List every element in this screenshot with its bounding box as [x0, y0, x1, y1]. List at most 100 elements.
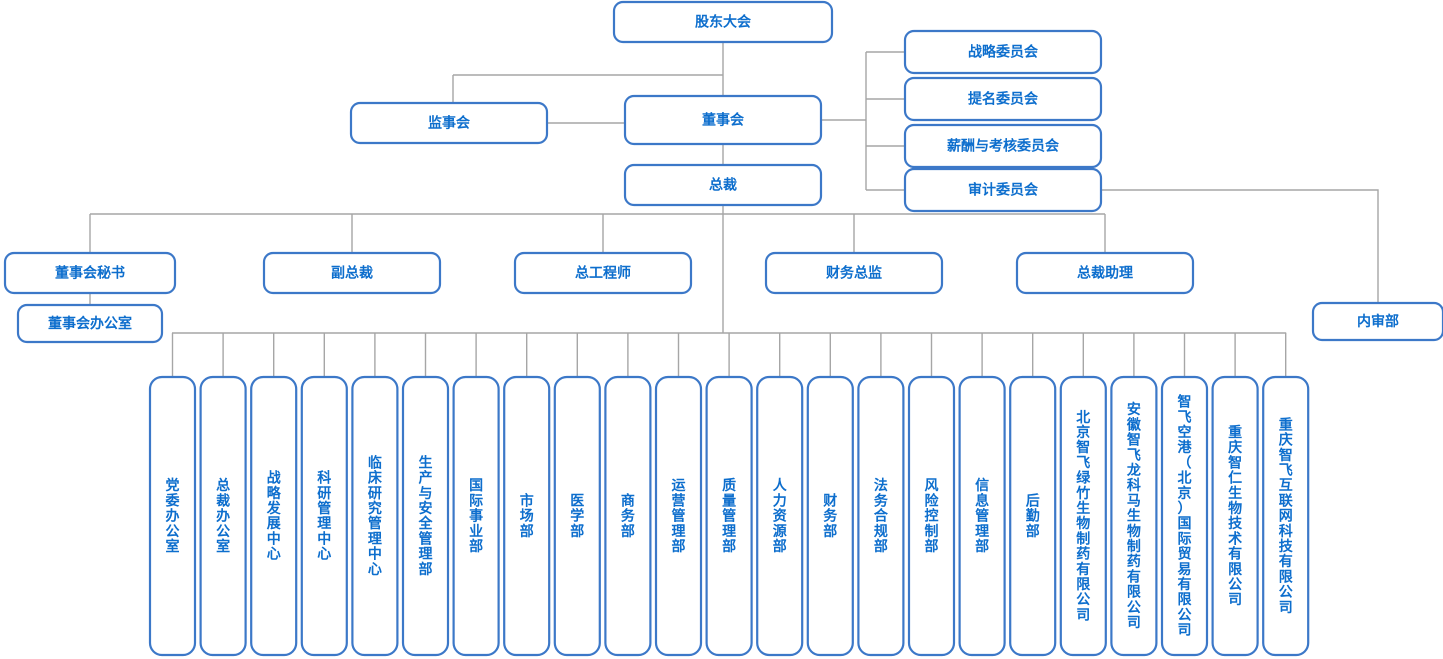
department-23-label: 重庆智飞互联网科技有限公司 [1278, 416, 1294, 614]
committee-2-label: 提名委员会 [968, 91, 1039, 107]
committee-3[interactable]: 薪酬与考核委员会 [903, 123, 1103, 169]
node-board-of-supervisors-label: 监事会 [428, 115, 471, 131]
executive-4-rect [764, 251, 944, 295]
department-3-rect [250, 375, 298, 657]
committee-1[interactable]: 战略委员会 [903, 29, 1103, 75]
department-4-rect [300, 375, 348, 657]
department-18-rect [1009, 375, 1057, 657]
department-11-label: 运营管理部 [672, 477, 686, 554]
committee-3-rect [903, 123, 1103, 169]
node-board-of-directors-rect [623, 94, 823, 146]
executive-4-label: 财务总监 [825, 265, 882, 281]
department-3[interactable]: 战略发展中心 [250, 375, 298, 657]
department-21[interactable]: 智飞空港（北京）国际贸易有限公司 [1160, 375, 1209, 657]
department-4-label: 科研管理中心 [317, 470, 331, 562]
node-board-of-directors-label: 董事会 [702, 112, 745, 128]
department-7-rect [452, 375, 500, 657]
node-internal-audit-rect [1311, 301, 1443, 342]
department-10-label: 商务部 [621, 492, 636, 538]
executive-1-label: 董事会秘书 [55, 265, 125, 281]
department-14-rect [806, 375, 854, 657]
node-board-of-directors[interactable]: 董事会 [623, 94, 823, 146]
node-internal-audit[interactable]: 内审部 [1311, 301, 1443, 342]
node-president-label: 总裁 [709, 177, 737, 193]
committee-1-rect [903, 29, 1103, 75]
department-18[interactable]: 后勤部 [1009, 375, 1057, 657]
department-6[interactable]: 生产与安全管理部 [401, 375, 450, 657]
department-20-rect [1110, 375, 1158, 657]
node-internal-audit-label: 内审部 [1357, 313, 1399, 329]
node-shareholders-meeting-rect [612, 0, 834, 44]
department-12[interactable]: 质量管理部 [705, 375, 753, 657]
department-13[interactable]: 人力资源部 [756, 375, 804, 657]
department-16-label: 风险控制部 [925, 477, 940, 554]
committee-4-label: 审计委员会 [968, 182, 1039, 198]
executive-3[interactable]: 总工程师 [513, 251, 693, 295]
department-4[interactable]: 科研管理中心 [300, 375, 348, 657]
department-2-rect [199, 375, 247, 657]
committee-4[interactable]: 审计委员会 [903, 167, 1103, 213]
department-1[interactable]: 党委办公室 [148, 375, 197, 657]
department-8-rect [503, 375, 551, 657]
executive-5-rect [1015, 251, 1195, 295]
department-5-rect [351, 375, 399, 657]
node-shareholders-meeting-label: 股东大会 [695, 14, 752, 30]
department-17[interactable]: 信息管理部 [958, 375, 1006, 657]
committee-2[interactable]: 提名委员会 [903, 76, 1103, 122]
node-shareholders-meeting[interactable]: 股东大会 [612, 0, 834, 44]
department-15-rect [857, 375, 905, 657]
department-22[interactable]: 重庆智仁生物技术有限公司 [1211, 375, 1259, 657]
department-1-label: 党委办公室 [165, 477, 180, 554]
executive-2-label: 副总裁 [331, 265, 373, 281]
department-12-label: 质量管理部 [722, 477, 736, 554]
department-10[interactable]: 商务部 [604, 375, 652, 657]
department-9[interactable]: 医学部 [553, 375, 601, 657]
committee-1-label: 战略委员会 [968, 44, 1039, 60]
department-19-rect [1059, 375, 1107, 657]
department-21-rect [1160, 375, 1209, 657]
department-9-rect [553, 375, 601, 657]
department-22-label: 重庆智仁生物技术有限公司 [1227, 424, 1243, 607]
department-5-label: 临床研究管理中心 [368, 454, 383, 576]
executive-1-rect [3, 251, 177, 295]
department-20-label: 安徽智飞龙科马生物制药有限公司 [1126, 401, 1142, 630]
department-1-rect [148, 375, 197, 657]
node-board-of-supervisors-rect [349, 101, 549, 145]
department-10-rect [604, 375, 652, 657]
department-7[interactable]: 国际事业部 [452, 375, 500, 657]
executive-2[interactable]: 副总裁 [262, 251, 442, 295]
node-board-office-label: 董事会办公室 [48, 315, 132, 331]
department-17-rect [958, 375, 1006, 657]
node-board-office[interactable]: 董事会办公室 [16, 303, 164, 344]
executive-1[interactable]: 董事会秘书 [3, 251, 177, 295]
node-president-rect [623, 163, 823, 207]
executive-4[interactable]: 财务总监 [764, 251, 944, 295]
department-13-label: 人力资源部 [773, 477, 788, 554]
department-14-label: 财务部 [822, 492, 838, 538]
department-6-label: 生产与安全管理部 [418, 454, 434, 576]
executive-5-label: 总裁助理 [1077, 265, 1133, 281]
department-8-label: 市场部 [520, 492, 534, 538]
department-11-rect [654, 375, 703, 657]
committee-4-rect [903, 167, 1103, 213]
executive-3-label: 总工程师 [575, 265, 631, 281]
department-5[interactable]: 临床研究管理中心 [351, 375, 399, 657]
department-23[interactable]: 重庆智飞互联网科技有限公司 [1262, 375, 1310, 657]
department-2[interactable]: 总裁办公室 [199, 375, 247, 657]
node-president[interactable]: 总裁 [623, 163, 823, 207]
node-board-of-supervisors[interactable]: 监事会 [349, 101, 549, 145]
department-13-rect [756, 375, 804, 657]
department-15[interactable]: 法务合规部 [857, 375, 905, 657]
executive-5[interactable]: 总裁助理 [1015, 251, 1195, 295]
department-20[interactable]: 安徽智飞龙科马生物制药有限公司 [1110, 375, 1158, 657]
department-11[interactable]: 运营管理部 [654, 375, 703, 657]
department-3-label: 战略发展中心 [266, 470, 282, 562]
department-8[interactable]: 市场部 [503, 375, 551, 657]
department-14[interactable]: 财务部 [806, 375, 854, 657]
department-19[interactable]: 北京智飞绿竹生物制药有限公司 [1059, 375, 1107, 657]
department-17-label: 信息管理部 [975, 477, 989, 554]
department-16[interactable]: 风险控制部 [907, 375, 956, 657]
department-21-label: 智飞空港（北京）国际贸易有限公司 [1177, 394, 1193, 638]
department-15-label: 法务合规部 [874, 477, 889, 554]
